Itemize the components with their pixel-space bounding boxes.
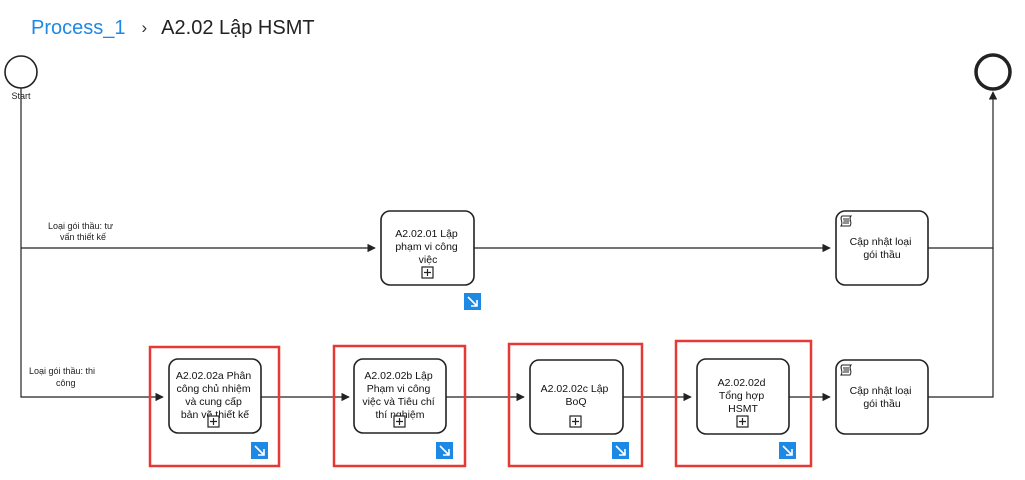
breadcrumb: Process_1 › A2.02 Lập HSMT [31, 14, 315, 42]
end-event[interactable] [974, 53, 1012, 91]
highlight-box-b [332, 344, 467, 468]
svg-text:Cập nhật loại gói thầu: Cập nhật loại gói thầu [850, 385, 915, 410]
breadcrumb-process-link[interactable]: Process_1 [31, 16, 126, 39]
flow-update-bottom-to-end[interactable] [928, 248, 994, 398]
task-update-type-bottom[interactable]: Cập nhật loại gói thầu [835, 359, 929, 435]
svg-text:công: công [56, 378, 76, 388]
svg-text:Loại gói thầu: thi: Loại gói thầu: thi [29, 366, 95, 376]
drilldown-arrow-icon[interactable] [779, 442, 796, 459]
task-update-type-top[interactable]: Cập nhật loại gói thầu [835, 210, 929, 286]
flow-label-construction: Loại gói thầu: thi công [29, 366, 95, 388]
highlight-box-a [148, 345, 281, 468]
breadcrumb-current: A2.02 Lập HSMT [161, 16, 315, 39]
task-a2-02-02b[interactable]: A2.02.02b Lập Phạm vi công việc và Tiêu … [353, 358, 447, 434]
svg-text:A2.02.02b Lập Phạm vi cô: A2.02.02b Lập Phạm vi công việc và Tiêu … [362, 370, 437, 421]
subprocess-plus-icon [421, 266, 434, 279]
task-a2-02-02a[interactable]: A2.02.02a Phân công chủ nhiệm và cung cấ… [168, 358, 262, 434]
highlight-box-d [674, 339, 813, 468]
start-event[interactable] [4, 55, 38, 89]
script-task-icon [840, 364, 853, 376]
breadcrumb-separator: › [141, 18, 148, 37]
svg-text:A2.02.02d Tổng hợp: A2.02.02d Tổng hợp HSMT [718, 377, 769, 415]
subprocess-plus-icon [736, 415, 749, 428]
script-task-icon [840, 215, 853, 227]
svg-text:A2.02.02c Lập BoQ: A2.02.02c Lập BoQ [541, 383, 612, 408]
task-a2-02-01[interactable]: A2.02.01 Lập phạm vi công việc [380, 210, 475, 286]
highlight-box-c [507, 342, 644, 468]
subprocess-plus-icon [207, 415, 220, 428]
flow-start-to-a[interactable] [20, 88, 164, 402]
highlight-boxes [148, 339, 813, 468]
subprocess-plus-icon [393, 415, 406, 428]
subprocess-plus-icon [569, 415, 582, 428]
svg-text:A2.02.01 Lập phạm vi côn: A2.02.01 Lập phạm vi công việc [395, 228, 460, 266]
flow-label-consulting: Loại gói thầu: tư vấn thiết kế [48, 221, 113, 242]
svg-text:vấn thiết kế: vấn thiết kế [60, 232, 106, 242]
svg-text:Cập nhật loại gói thầu: Cập nhật loại gói thầu [850, 236, 915, 261]
task-a2-02-02d[interactable]: A2.02.02d Tổng hợp HSMT [696, 358, 790, 435]
sequence-flows [20, 88, 998, 402]
svg-text:Loại gói thầu: tư: Loại gói thầu: tư [48, 221, 113, 231]
drilldown-arrow-icon[interactable] [612, 442, 629, 459]
drilldown-arrow-icon[interactable] [464, 293, 481, 310]
drilldown-arrow-icon[interactable] [251, 442, 268, 459]
drilldown-arrow-icon[interactable] [436, 442, 453, 459]
svg-text:A2.02.02a Phân công chủ: A2.02.02a Phân công chủ nhiệm và cung cấ… [176, 370, 254, 421]
task-a2-02-02c[interactable]: A2.02.02c Lập BoQ [529, 359, 624, 435]
flow-update-top-to-end[interactable] [928, 91, 998, 249]
